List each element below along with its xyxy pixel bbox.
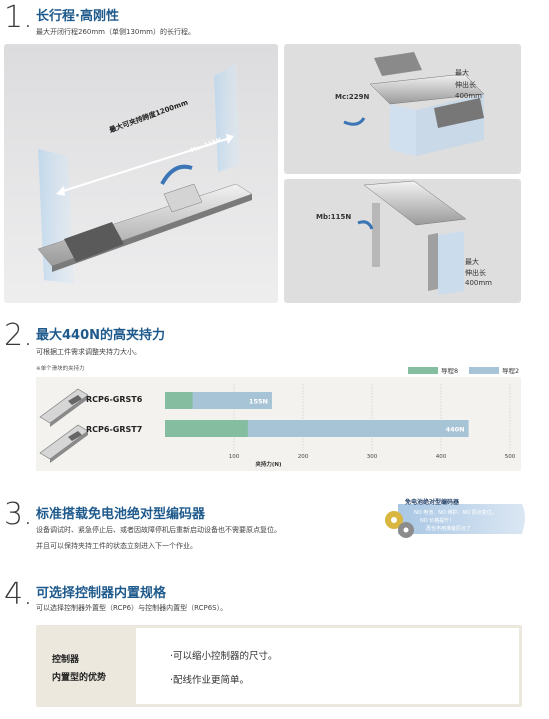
section1-title: 长行程·高刚性	[36, 9, 119, 24]
tr-ext-label-2: 伸出长	[455, 81, 476, 89]
legend-label-lead2: 导程2	[502, 367, 520, 375]
section1-desc: 最大开闭行程260mm（单侧130mm）的长行程。	[36, 28, 195, 36]
category-label-grst6: RCP6-GRST6	[86, 395, 143, 404]
gripper-images	[39, 388, 89, 463]
legend-swatch-lead8	[408, 366, 438, 374]
encoder-badge-line1: NO 电池、NO 维护、NO 原点复位。	[414, 510, 497, 516]
encoder-badge-line3: 再也不用准备原点了	[426, 526, 472, 532]
mb-moment-image	[284, 179, 521, 303]
mb-moment-label: Mb:115N	[316, 213, 352, 221]
section2-number: 2.	[4, 318, 33, 353]
mc-moment-label: Mc:229N	[335, 93, 370, 101]
tr-ext-label-3: 400mm	[455, 92, 482, 100]
controller-advantage-list	[136, 628, 519, 704]
br-ext-label-2: 伸出长	[465, 269, 486, 277]
category-label-grst7: RCP6-GRST7	[86, 425, 143, 434]
section4-desc: 可以选择控制器外置型（RCP6）与控制器内置型（RCP6S）。	[36, 604, 228, 612]
legend-lead2: 导程2	[469, 365, 519, 375]
section3-number: 3.	[4, 497, 33, 532]
chart-area	[36, 377, 521, 471]
long-stroke-image	[4, 44, 278, 303]
section2-title: 最大440N的高夹持力	[36, 328, 166, 343]
legend-lead8: 导程8	[408, 365, 458, 375]
legend-label-lead8: 导程8	[441, 367, 459, 375]
section2-desc: 可根据工件需求调整夹持力大小。	[36, 348, 141, 356]
section4-number: 4.	[4, 577, 33, 612]
section4-title: 可选择控制器内置规格	[36, 586, 167, 601]
br-ext-label-1: 最大	[465, 258, 479, 266]
section3-title: 标准搭载免电池绝对型编码器	[36, 507, 206, 522]
encoder-badge	[385, 504, 525, 538]
controller-box-label-1: 控制器	[52, 655, 80, 665]
mc-moment-image	[284, 44, 521, 174]
chart-note: ※单个滑块的夹持力	[36, 366, 85, 372]
br-ext-label-3: 400mm	[465, 279, 492, 287]
tr-ext-label-1: 最大	[455, 69, 469, 77]
section3-desc-1: 设备调试时、紧急停止后、或者因故障停机后重新启动设备也不需要原点复位。	[36, 526, 281, 534]
controller-box-label-2: 内置型的优势	[52, 673, 107, 683]
controller-advantage-item-1: ·可以缩小控制器的尺寸。	[170, 651, 278, 662]
legend-swatch-lead2	[469, 366, 499, 374]
encoder-badge-line2: NO 价格提升！	[420, 518, 455, 524]
section1-number: 1.	[4, 0, 33, 35]
section3-desc-2: 并且可以保持夹持工件的状态立刻进入下一个作业。	[36, 542, 197, 550]
encoder-badge-title: 免电池绝对型编码器	[405, 499, 460, 506]
controller-advantage-item-2: ·配线作业更简单。	[170, 675, 250, 686]
